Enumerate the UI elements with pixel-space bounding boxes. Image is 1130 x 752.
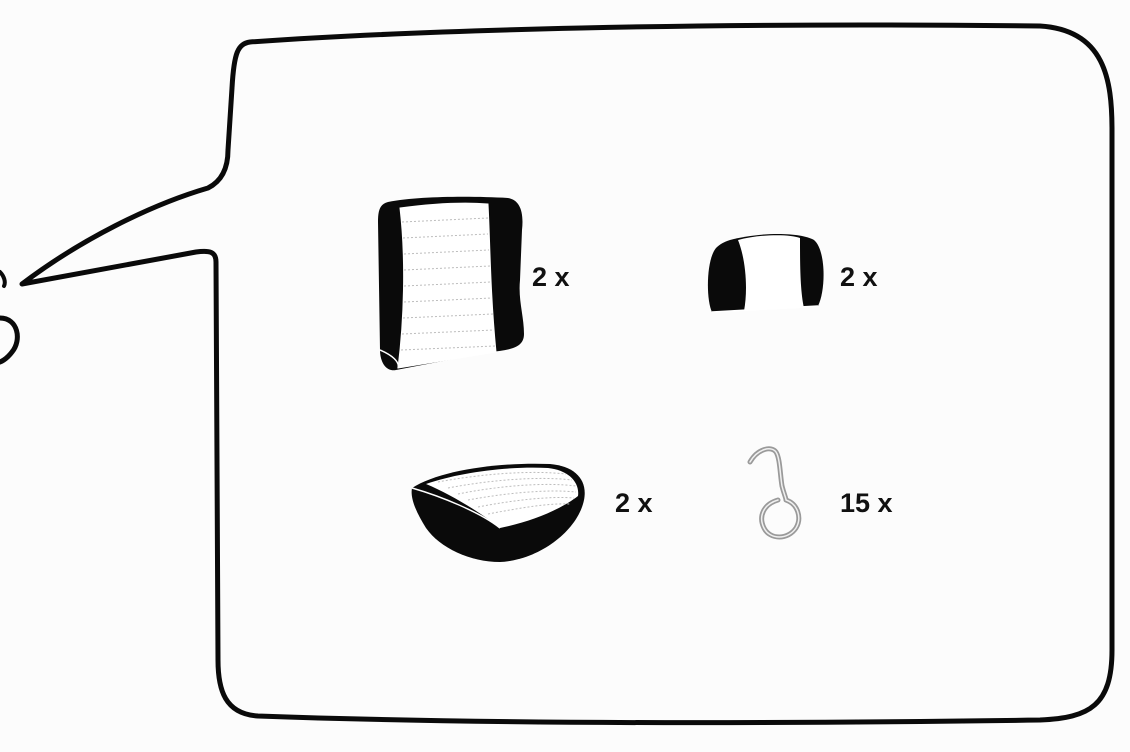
hook-clip-icon	[747, 446, 802, 540]
backrest-cover-quantity: 2 x	[532, 262, 570, 292]
speaker-fragment	[0, 315, 20, 365]
speech-bubble-outline	[19, 22, 1115, 726]
speaker-fragment-top	[0, 270, 7, 288]
hook-clip-quantity: 15 x	[840, 488, 893, 518]
headrest-cover-quantity: 2 x	[840, 262, 878, 292]
headrest-cover-icon	[707, 234, 824, 313]
seat-cushion-cover-icon	[411, 463, 585, 562]
seat-cushion-cover-quantity: 2 x	[615, 488, 653, 518]
seat-backrest-cover-icon	[378, 196, 524, 371]
